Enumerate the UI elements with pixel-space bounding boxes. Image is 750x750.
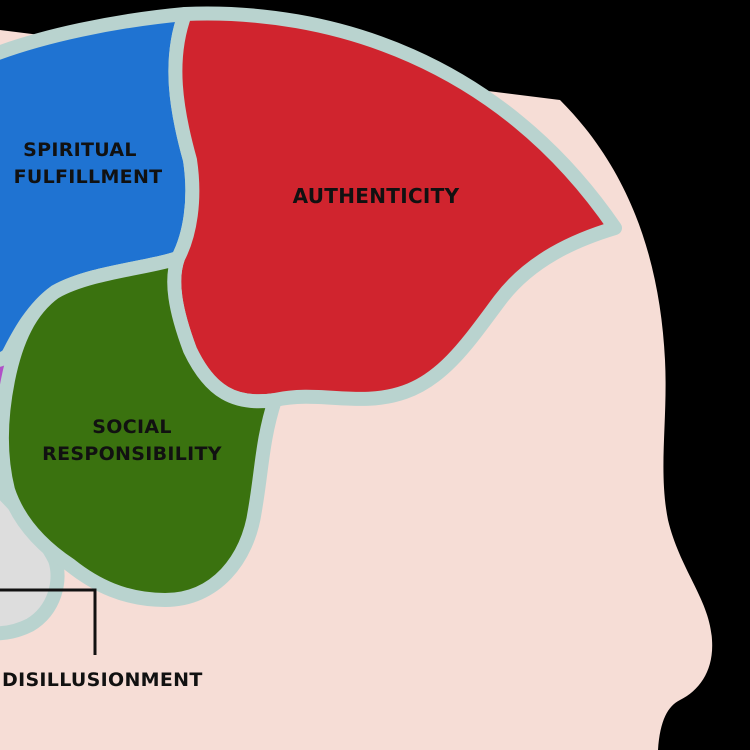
region-authenticity xyxy=(167,6,622,409)
label-spiritual-line1: SPIRITUAL xyxy=(23,139,137,161)
label-disillusionment: DISILLUSIONMENT xyxy=(2,669,203,691)
label-social-line2: RESPONSIBILITY xyxy=(42,443,222,465)
label-spiritual-line2: FULFILLMENT xyxy=(14,166,163,188)
region-social xyxy=(0,251,282,607)
disillusionment-leader-line xyxy=(0,588,97,655)
label-social-line1: SOCIAL xyxy=(92,416,171,438)
label-authenticity: AUTHENTICITY xyxy=(293,184,460,208)
